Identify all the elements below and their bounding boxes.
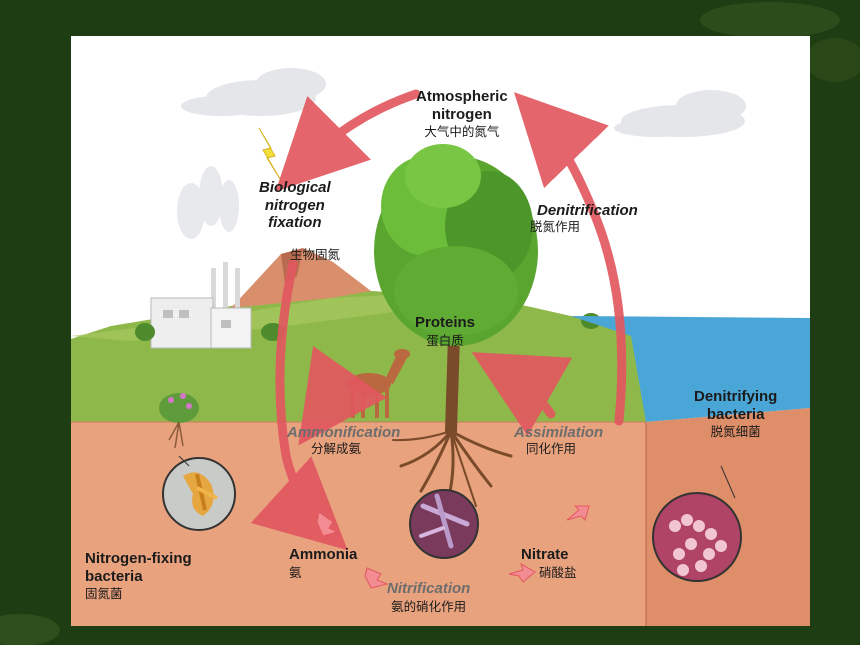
nitrogen-fixing-bacteria-zh: 固氮菌 — [85, 586, 123, 602]
nitrate-label: Nitrate — [521, 546, 569, 564]
nitrate-en: Nitrate — [521, 546, 569, 563]
biological-fixation-zh: 生物固氮 — [290, 247, 341, 262]
denitrifying-bacteria-closeup — [652, 465, 742, 582]
small-plant — [159, 393, 199, 449]
lightning-icon — [258, 127, 284, 185]
tree-trunk-and-roots — [392, 330, 513, 507]
nitrate-zh-wrap: 硝酸盐 — [539, 564, 577, 580]
factory — [150, 262, 252, 349]
ammonia-en: Ammonia — [289, 546, 358, 563]
soil-block — [71, 422, 646, 626]
assimilation-en: Assimilation — [514, 424, 604, 441]
nitrogen-cycle-illustration — [71, 68, 810, 626]
proteins-zh: 蛋白质 — [426, 332, 464, 348]
denitrifying-bacteria-label: Denitrifying bacteria 脱氮细菌 — [694, 388, 777, 439]
nitrate-zh: 硝酸盐 — [539, 565, 577, 580]
proteins-en: Proteins — [415, 314, 476, 331]
ammonification-zh-wrap: 分解成氨 — [311, 440, 361, 456]
denitrification-en: Denitrification — [537, 202, 638, 219]
ammonia-label: Ammonia 氨 — [289, 546, 357, 579]
nitrogen-fixing-bacteria-label: Nitrogen-fixing bacteria 固氮菌 — [85, 550, 192, 601]
cycle-arrows — [250, 89, 627, 551]
tree-canopy — [374, 144, 538, 346]
denitrifying-bacteria-en-line1: Denitrifying — [694, 388, 778, 405]
denitrifying-bacteria-en-line2: bacteria — [706, 405, 765, 423]
nitrogen-fixing-bacteria-en-line2: bacteria — [85, 567, 143, 585]
ammonification-zh: 分解成氨 — [311, 441, 362, 456]
denitrification-zh-wrap: 脱氮作用 — [530, 218, 580, 234]
ammonification-en: Ammonification — [287, 424, 401, 441]
biological-fixation-en-line2: nitrogen — [264, 196, 325, 214]
cloud-right — [614, 90, 746, 137]
ocean — [571, 316, 810, 422]
biological-fixation-zh-wrap: 生物固氮 — [290, 246, 340, 262]
biological-fixation-en-line3: fixation — [268, 214, 322, 232]
denitrification-label: Denitrification — [537, 202, 638, 220]
decor-blob — [700, 2, 840, 38]
mountain — [231, 248, 371, 308]
ammonia-zh: 氨 — [289, 564, 302, 580]
proteins-label: Proteins 蛋白质 — [415, 314, 475, 347]
decor-blob — [0, 614, 60, 645]
nitrification-en: Nitrification — [387, 580, 471, 597]
atmospheric-nitrogen-en-line2: nitrogen — [431, 105, 492, 123]
ammonification-label: Ammonification — [287, 424, 400, 442]
atmospheric-nitrogen-label: Atmospheric nitrogen 大气中的氮气 — [416, 88, 508, 139]
biological-fixation-label: Biological nitrogen fixation — [259, 179, 331, 232]
denitrification-zh: 脱氮作用 — [530, 219, 581, 234]
nitrification-label: Nitrification 氨的硝化作用 — [387, 580, 470, 613]
assimilation-zh-wrap: 同化作用 — [526, 440, 576, 456]
nitrifying-bacteria-closeup — [409, 489, 479, 559]
nitrogen-fixing-bacteria-closeup — [162, 455, 236, 531]
smoke-plumes — [177, 166, 239, 239]
diagram-panel: Atmospheric nitrogen 大气中的氮气 Biological n… — [71, 36, 810, 626]
small-arrows — [316, 505, 590, 589]
atmospheric-nitrogen-en-line1: Atmospheric — [416, 88, 508, 105]
decor-blob — [805, 38, 860, 82]
nitrification-zh: 氨的硝化作用 — [391, 598, 467, 614]
nitrogen-fixing-bacteria-en-line1: Nitrogen-fixing — [85, 550, 192, 567]
assimilation-zh: 同化作用 — [526, 441, 577, 456]
atmospheric-nitrogen-zh: 大气中的氮气 — [424, 124, 500, 140]
assimilation-label: Assimilation — [514, 424, 603, 442]
cloud-left — [181, 68, 326, 116]
biological-fixation-en-line1: Biological — [259, 179, 331, 196]
denitrifying-bacteria-zh: 脱氮细菌 — [710, 424, 761, 440]
